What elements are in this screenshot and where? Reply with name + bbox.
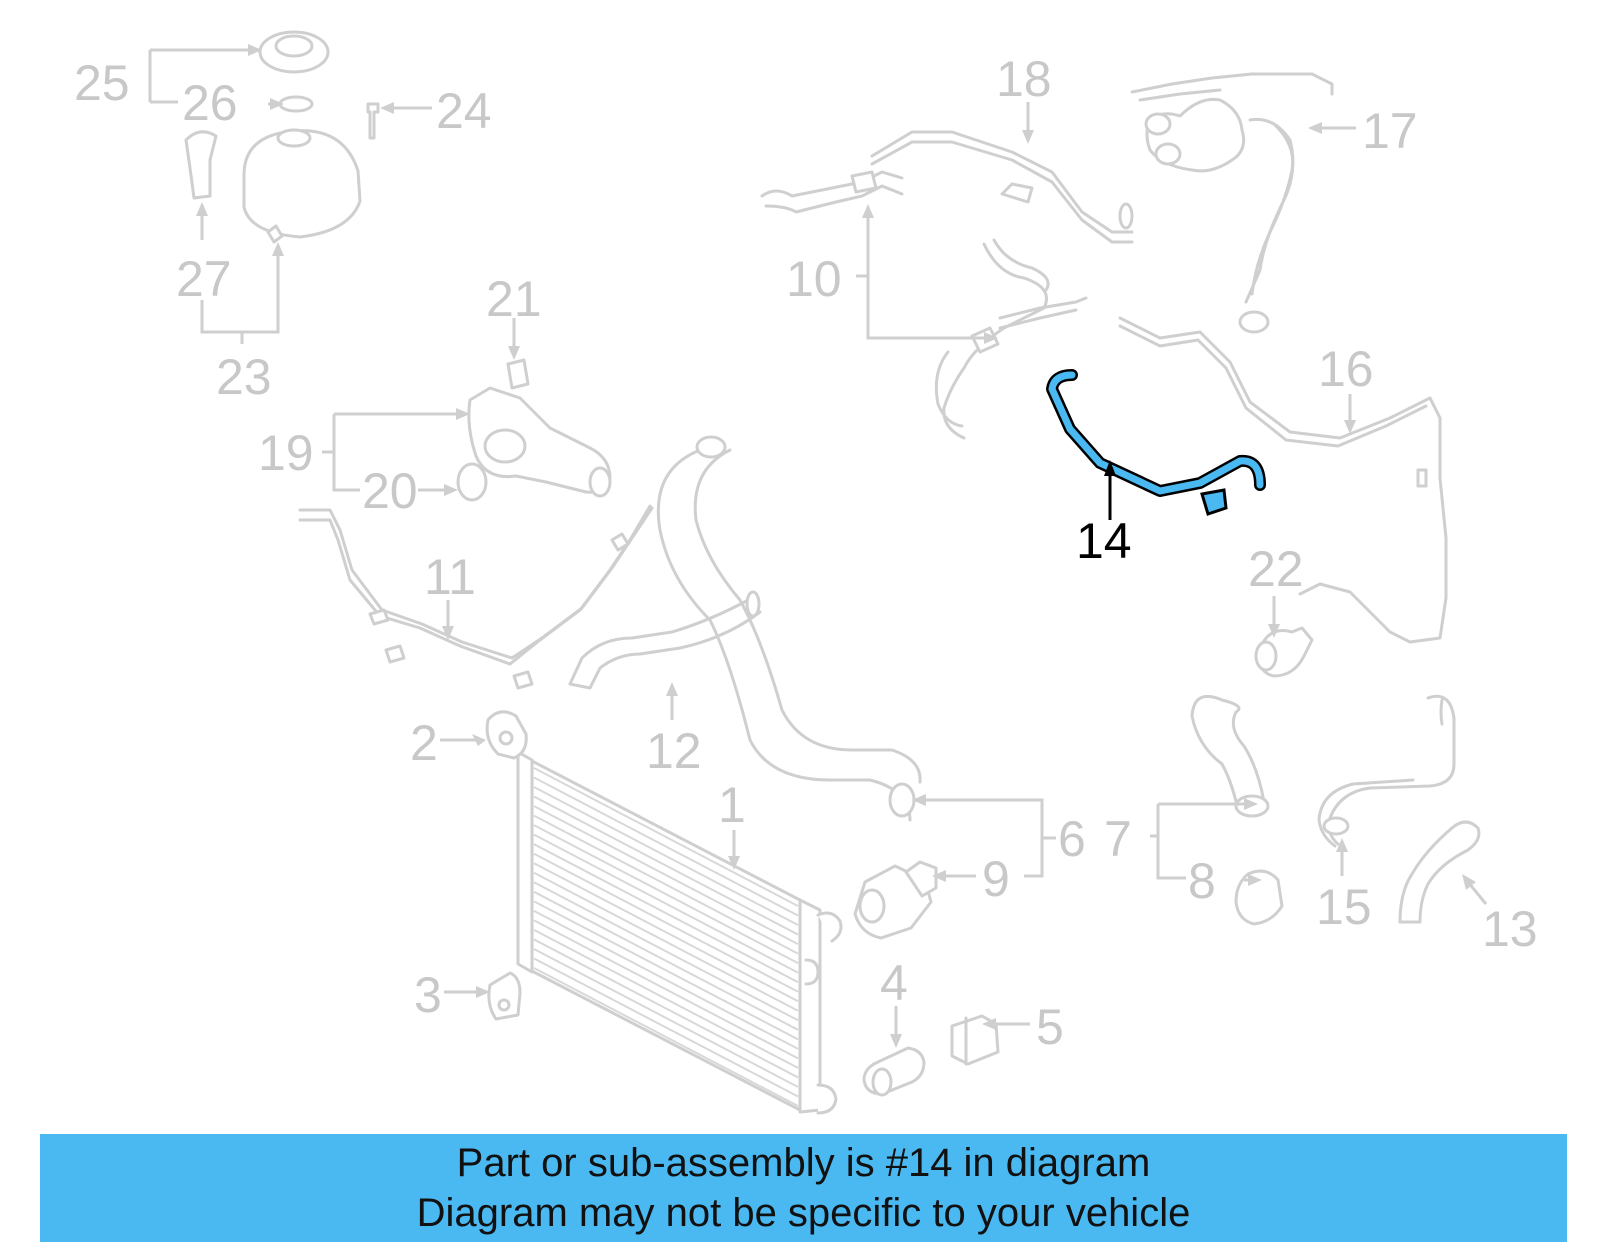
callout-1[interactable]: 1 <box>718 777 746 833</box>
part-24-screw[interactable] <box>366 102 380 140</box>
part-27-hose[interactable] <box>184 130 218 200</box>
callout-25[interactable]: 25 <box>74 55 130 111</box>
callout-6[interactable]: 6 <box>1058 811 1086 867</box>
callout-17[interactable]: 17 <box>1362 103 1418 159</box>
callout-24[interactable]: 24 <box>436 83 492 139</box>
part-26-seal[interactable] <box>278 95 314 113</box>
part-19-thermostat-housing[interactable] <box>467 386 612 498</box>
part-12-hose[interactable] <box>568 590 762 690</box>
callout-15[interactable]: 15 <box>1316 879 1372 935</box>
callout-12[interactable]: 12 <box>646 723 702 779</box>
callout-9[interactable]: 9 <box>982 851 1010 907</box>
banner-line-1: Part or sub-assembly is #14 in diagram <box>456 1141 1151 1185</box>
part-25-cap[interactable] <box>258 30 330 74</box>
callout-19[interactable]: 19 <box>258 425 314 481</box>
part-20-gasket[interactable] <box>456 462 488 502</box>
part-7-hose[interactable] <box>1190 695 1270 818</box>
callout-16[interactable]: 16 <box>1318 341 1374 397</box>
part-3-bracket[interactable] <box>487 971 522 1021</box>
part-9-flange[interactable] <box>853 860 938 940</box>
callout-3[interactable]: 3 <box>414 967 442 1023</box>
callout-18[interactable]: 18 <box>996 51 1052 107</box>
part-22-fitting[interactable] <box>1254 626 1314 678</box>
part-18-pipe[interactable] <box>870 130 1134 244</box>
callout-26[interactable]: 26 <box>182 75 238 131</box>
callout-2[interactable]: 2 <box>410 715 438 771</box>
part-17-hose[interactable] <box>1130 72 1334 334</box>
info-banner: Part or sub-assembly is #14 in diagram D… <box>40 1134 1567 1242</box>
callout-20[interactable]: 20 <box>362 463 418 519</box>
callout-11[interactable]: 11 <box>424 549 476 605</box>
callout-14-highlighted[interactable]: 14 <box>1076 513 1132 569</box>
callout-23[interactable]: 23 <box>216 349 272 405</box>
callout-10[interactable]: 10 <box>786 251 842 307</box>
part-16-pipe[interactable] <box>1118 316 1448 644</box>
callout-21[interactable]: 21 <box>486 271 542 327</box>
part-14-hose-highlighted[interactable] <box>1046 369 1266 516</box>
callout-27[interactable]: 27 <box>176 251 232 307</box>
callout-8[interactable]: 8 <box>1188 853 1216 909</box>
part-13-hose[interactable] <box>1398 820 1481 924</box>
callout-4[interactable]: 4 <box>880 955 908 1011</box>
banner-line-2: Diagram may not be specific to your vehi… <box>416 1191 1191 1235</box>
callout-7[interactable]: 7 <box>1104 811 1132 867</box>
part-11-coolant-pipe[interactable] <box>298 504 654 690</box>
part-21-sensor[interactable] <box>506 358 530 390</box>
part-2-bracket[interactable] <box>485 710 528 760</box>
part-8-hose[interactable] <box>1234 869 1284 926</box>
callout-labels: 25 26 24 27 23 21 19 20 11 12 2 1 3 4 5 … <box>74 51 1538 1055</box>
part-23-reservoir[interactable] <box>242 128 362 244</box>
callout-22[interactable]: 22 <box>1248 541 1304 597</box>
part-1-radiator[interactable] <box>516 750 843 1115</box>
callout-13[interactable]: 13 <box>1482 901 1538 957</box>
callout-5[interactable]: 5 <box>1036 999 1064 1055</box>
part-5-connector[interactable] <box>950 1014 1000 1066</box>
part-4-sensor[interactable] <box>862 1046 926 1097</box>
leader-lines <box>148 44 1488 1048</box>
part-15-hose[interactable] <box>1317 694 1456 848</box>
part-6-hose[interactable] <box>656 435 922 822</box>
